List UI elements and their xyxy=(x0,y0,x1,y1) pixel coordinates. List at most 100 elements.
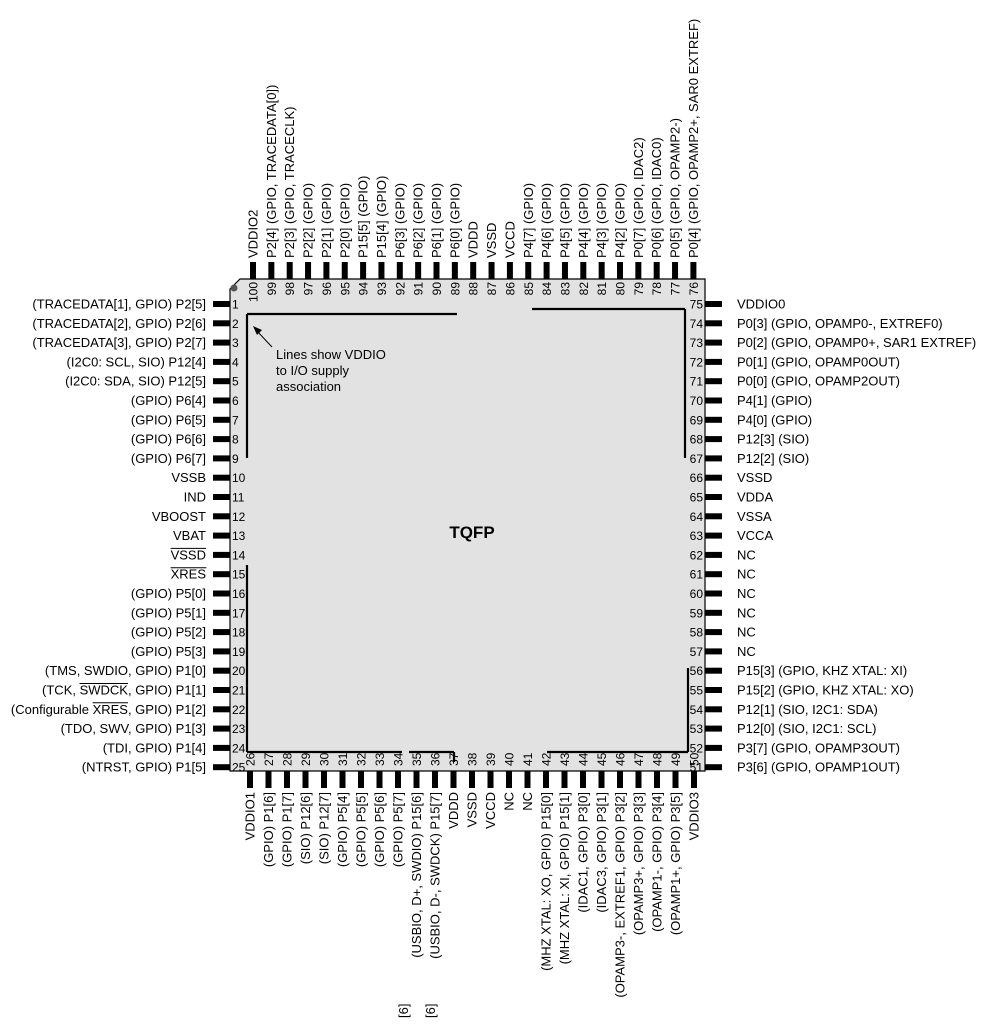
pin-lead-64 xyxy=(705,513,722,520)
pin-number-44: 44 xyxy=(577,752,591,766)
pin-number-86: 86 xyxy=(503,282,517,296)
pin-lead-79 xyxy=(635,262,642,279)
pin-label-40: NC xyxy=(502,792,517,811)
pin-lead-99 xyxy=(268,262,275,279)
pin-number-19: 19 xyxy=(232,645,246,659)
pin-label-73: P0[2] (GPIO, OPAMP0+, SAR1 EXTREF) xyxy=(737,335,976,350)
pin-label-95: P2[0] (GPIO) xyxy=(337,183,352,258)
pin-number-88: 88 xyxy=(467,282,481,296)
pin-number-16: 16 xyxy=(232,587,246,601)
pin-number-40: 40 xyxy=(503,752,517,766)
pin-label-92: P6[3] (GPIO) xyxy=(392,183,407,258)
pin-number-78: 78 xyxy=(650,282,664,296)
pin-label-74: P0[3] (GPIO, OPAMP0-, EXTREF0) xyxy=(737,316,943,331)
pin-number-46: 46 xyxy=(614,752,628,766)
pin-number-23: 23 xyxy=(232,722,246,736)
pin-number-69: 69 xyxy=(690,413,704,427)
pin-number-56: 56 xyxy=(690,664,704,678)
pin-label-75: VDDIO0 xyxy=(737,297,785,312)
pin-label-34: (GPIO) P5[7] xyxy=(391,792,406,867)
pin-label-6: (GPIO) P6[4] xyxy=(131,393,206,408)
pin-number-76: 76 xyxy=(687,282,701,296)
pin-label-39: VCCD xyxy=(483,792,498,829)
pin-number-5: 5 xyxy=(232,375,239,389)
pin-label-22: (Configurable XRES, GPIO) P1[2] xyxy=(11,702,206,717)
pin-lead-16 xyxy=(213,590,230,597)
pin-label-83: P4[5] (GPIO) xyxy=(557,183,572,258)
pin-number-24: 24 xyxy=(232,741,246,755)
pin-label-27: (GPIO) P1[6] xyxy=(261,792,276,867)
pin-lead-47 xyxy=(635,771,642,788)
pin-lead-63 xyxy=(705,532,722,539)
pin-lead-8 xyxy=(213,436,230,443)
pin-label-69: P4[0] (GPIO) xyxy=(737,412,812,427)
pin-lead-48 xyxy=(654,771,660,788)
pin-label-7: (GPIO) P6[5] xyxy=(131,412,206,427)
pin-numbers: 1234567891011121314151617181920212223242… xyxy=(232,282,703,775)
pin-label-4: (I2C0: SCL, SIO) P12[4] xyxy=(67,354,206,369)
pin-lead-56 xyxy=(705,667,722,674)
pin-lead-21 xyxy=(213,687,230,693)
pin-label-59: NC xyxy=(737,605,756,620)
pin-label-62: NC xyxy=(737,547,756,562)
pin-labels: (TRACEDATA[1], GPIO) P2[5](TRACEDATA[2],… xyxy=(11,19,976,998)
pin-number-32: 32 xyxy=(355,752,369,766)
pin-label-37: VDDD xyxy=(446,792,461,829)
pin-label-32: (GPIO) P5[5] xyxy=(354,792,369,867)
pin-label-18: (GPIO) P5[2] xyxy=(131,625,206,640)
pin-lead-59 xyxy=(705,609,722,616)
pin-lead-43 xyxy=(561,771,568,788)
pin-label-94: P15[5] (GPIO) xyxy=(356,176,371,258)
pin-number-1: 1 xyxy=(232,298,239,312)
pin-label-5: (I2C0: SDA, SIO) P12[5] xyxy=(65,374,206,389)
pin-label-42: (MHZ XTAL: XO, GPIO) P15[0] xyxy=(539,792,554,971)
pin-number-84: 84 xyxy=(540,282,554,296)
pin-lead-80 xyxy=(617,262,623,279)
pin-label-36: (USBIO, D-, SWDCK) P15[7] xyxy=(428,792,443,959)
pin-number-62: 62 xyxy=(690,548,704,562)
pin-number-66: 66 xyxy=(690,471,704,485)
pin-number-59: 59 xyxy=(690,606,704,620)
pin-number-68: 68 xyxy=(690,433,704,447)
pin-label-90: P6[1] (GPIO) xyxy=(429,183,444,258)
pin-number-27: 27 xyxy=(262,752,276,766)
pin-number-48: 48 xyxy=(651,752,665,766)
pin-label-99: P2[4] (GPIO, TRACEDATA[0]) xyxy=(264,85,279,258)
pin-number-57: 57 xyxy=(690,645,704,659)
pin-label-85: P4[7] (GPIO) xyxy=(521,183,536,258)
pin-lead-15 xyxy=(213,571,230,578)
pin-lead-34 xyxy=(395,771,401,788)
pin-number-96: 96 xyxy=(320,282,334,296)
pin-number-36: 36 xyxy=(429,752,443,766)
pin-number-28: 28 xyxy=(281,752,295,766)
pin-lead-98 xyxy=(286,262,293,279)
pin-lead-14 xyxy=(213,551,230,558)
pin-lead-41 xyxy=(524,771,531,788)
pin-lead-89 xyxy=(451,262,458,279)
pin-lead-11 xyxy=(213,494,230,500)
pin-label-78: P0[6] (GPIO, IDAC0) xyxy=(649,137,664,258)
pin-number-7: 7 xyxy=(232,413,239,427)
pin-number-50: 50 xyxy=(688,752,702,766)
pin-number-15: 15 xyxy=(232,568,246,582)
pin-number-54: 54 xyxy=(690,703,704,717)
pin-lead-90 xyxy=(433,262,440,279)
pin-label-55: P15[2] (GPIO, KHZ XTAL: XO) xyxy=(737,683,914,698)
pin-label-31: (GPIO) P5[4] xyxy=(335,792,350,867)
pin-lead-4 xyxy=(213,358,230,365)
pin-lead-94 xyxy=(360,262,367,279)
pin-number-25: 25 xyxy=(232,761,246,775)
pin-label-51: P3[6] (GPIO, OPAMP1OUT) xyxy=(737,760,900,775)
pin-label-12: VBOOST xyxy=(152,509,206,524)
pin-lead-97 xyxy=(305,262,312,279)
pin-lead-27 xyxy=(265,771,272,788)
pin-label-21: (TCK, SWDCK, GPIO) P1[1] xyxy=(42,683,206,698)
pin-lead-55 xyxy=(705,687,722,693)
pin-lead-74 xyxy=(705,320,722,327)
pin-number-80: 80 xyxy=(614,282,628,296)
pin-lead-35 xyxy=(413,771,420,788)
pin-number-45: 45 xyxy=(595,752,609,766)
pin-label-16: (GPIO) P5[0] xyxy=(131,586,206,601)
pin-label-25: (NTRST, GPIO) P1[5] xyxy=(82,760,206,775)
pin-lead-53 xyxy=(705,725,722,732)
